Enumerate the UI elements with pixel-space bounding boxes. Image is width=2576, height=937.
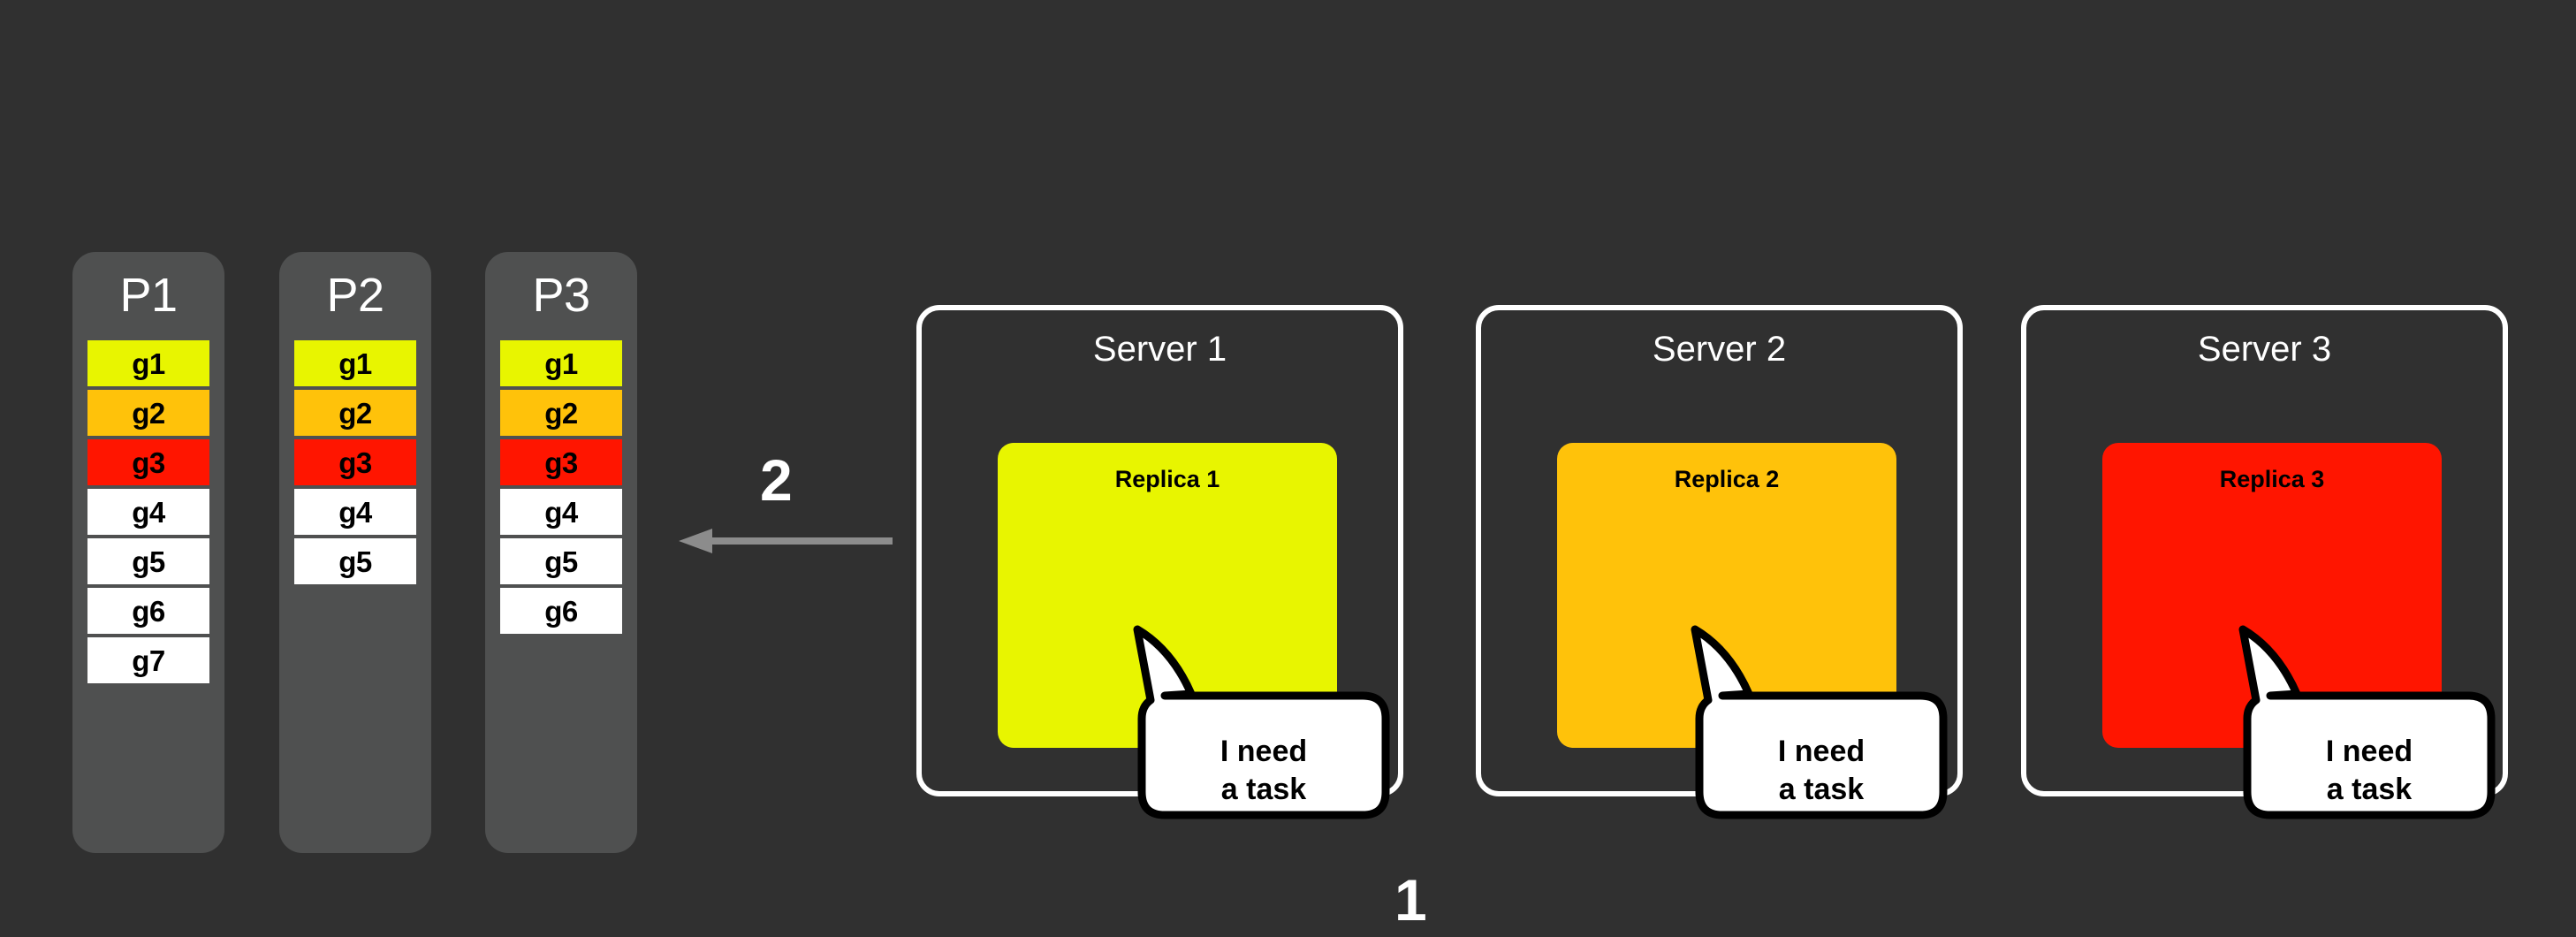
group-item[interactable]: g1 [87,340,209,386]
assignment-arrow [672,522,893,560]
group-item[interactable]: g1 [294,340,416,386]
group-item[interactable]: g3 [294,439,416,485]
step-number-1: 1 [1394,867,1427,933]
group-item[interactable]: g2 [500,390,622,436]
group-label: g1 [544,347,578,380]
group-label: g5 [338,545,372,578]
replica-label: Replica 3 [2219,466,2325,492]
group-label: g2 [338,396,372,430]
group-label: g7 [132,644,165,677]
group-item[interactable]: g4 [294,489,416,535]
group-label: g5 [132,545,165,578]
group-label: g6 [544,594,578,628]
partition-title: P1 [119,269,178,322]
group-item[interactable]: g5 [87,538,209,584]
group-label: g3 [132,446,165,479]
replica-label: Replica 2 [1674,466,1780,492]
group-item[interactable]: g6 [500,588,622,634]
partition-title: P2 [326,269,384,322]
group-label: g2 [544,396,578,430]
group-item[interactable]: g5 [294,538,416,584]
replica-label: Replica 1 [1114,466,1220,492]
speech-bubble-icon [1133,625,1390,819]
partition-column-p2: P2 g1 g2 g3 g4 g5 [279,252,431,853]
server-title: Server 1 [1092,330,1227,369]
group-label: g4 [338,495,372,529]
group-label: g1 [132,347,165,380]
group-label: g4 [544,495,578,529]
group-label: g2 [132,396,165,430]
group-label: g5 [544,545,578,578]
arrow-left-icon [679,529,893,553]
group-item[interactable]: g3 [500,439,622,485]
group-item[interactable]: g5 [500,538,622,584]
group-label: g3 [544,446,578,479]
group-list: g1 g2 g3 g4 g5 g6 g7 [87,340,209,687]
group-label: g4 [132,495,165,529]
speech-bubble-icon [2238,625,2496,819]
step-number-2: 2 [760,447,793,513]
server-title: Server 2 [1652,330,1787,369]
group-label: g6 [132,594,165,628]
partition-column-p1: P1 g1 g2 g3 g4 g5 g6 g7 [72,252,224,853]
group-item[interactable]: g2 [294,390,416,436]
group-item[interactable]: g3 [87,439,209,485]
partition-column-p3: P3 g1 g2 g3 g4 g5 g6 [485,252,637,853]
group-item[interactable]: g2 [87,390,209,436]
group-item[interactable]: g4 [500,489,622,535]
group-item[interactable]: g4 [87,489,209,535]
group-item[interactable]: g1 [500,340,622,386]
group-list: g1 g2 g3 g4 g5 g6 [500,340,622,637]
group-item[interactable]: g7 [87,637,209,683]
server-title: Server 3 [2197,330,2332,369]
group-label: g3 [338,446,372,479]
group-label: g1 [338,347,372,380]
speech-bubble-icon [1691,625,1948,819]
group-list: g1 g2 g3 g4 g5 [294,340,416,588]
group-item[interactable]: g6 [87,588,209,634]
partition-title: P3 [532,269,590,322]
